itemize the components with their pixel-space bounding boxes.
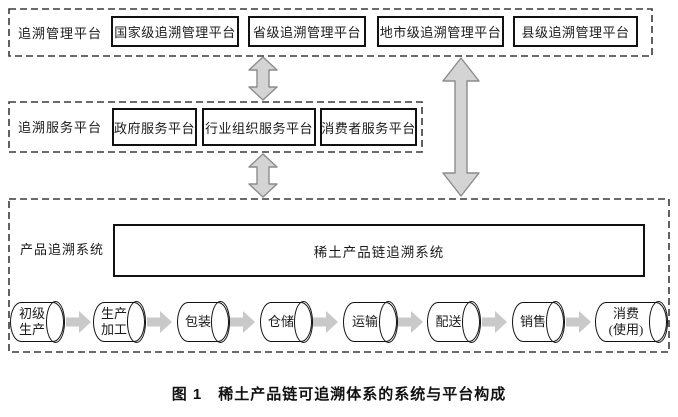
cylinder-processing-label: 生产 [100,306,127,321]
chain-flow-arrow-4-icon [313,311,338,333]
cylinder-cap-icon [378,301,398,343]
bidirectional-arrow-mgmt-service-icon [248,56,278,101]
box-city-management-platform: 地市级追溯管理平台 [377,16,504,47]
chain-flow-arrow-7-icon [566,311,591,333]
cylinder-primary-production-label2: 生产 [18,322,45,337]
chain-flow-arrow-2-icon [147,311,172,333]
box-consumer-service-platform: 消费者服务平台 [320,108,417,146]
box-government-service-platform: 政府服务平台 [112,108,197,146]
cylinder-distribution: 配送 [427,301,481,343]
product-section-frame [8,198,670,353]
cylinder-cap-icon [545,301,565,343]
management-platform-label: 追溯管理平台 [18,25,103,41]
cylinder-consumption: 消费 (使用) [595,301,668,343]
cylinder-sales-label: 销售 [519,314,546,329]
box-county-management-platform: 县级追溯管理平台 [513,16,638,47]
cylinder-transport-label: 运输 [351,314,378,329]
cylinder-primary-production: 初级 生产 [10,301,65,343]
cylinder-cap-icon [45,301,65,343]
chain-flow-arrow-5-icon [398,311,423,333]
bidirectional-arrow-mgmt-product-icon [442,57,480,197]
product-system-label: 产品追溯系统 [20,242,105,257]
cylinder-cap-icon [210,301,230,343]
cylinder-consumption-label2: (使用) [608,322,644,337]
figure-caption: 图 1 稀土产品链可追溯体系的系统与平台构成 [171,386,507,403]
box-rare-earth-chain-system: 稀土产品链追溯系统 [113,224,645,277]
cylinder-processing: 生产 加工 [93,301,146,343]
box-industry-org-service-platform: 行业组织服务平台 [202,108,316,146]
service-platform-label: 追溯服务平台 [18,120,103,135]
cylinder-consumption-label: 消费 [612,306,639,321]
cylinder-packaging: 包装 [177,301,230,343]
cylinder-processing-label2: 加工 [100,322,127,337]
chain-flow-arrow-1-icon [66,311,91,333]
cylinder-transport: 运输 [343,301,398,343]
cylinder-primary-production-label: 初级 [18,306,45,321]
cylinder-cap-icon [293,301,313,343]
box-national-management-platform: 国家级追溯管理平台 [111,16,239,47]
cylinder-sales: 销售 [512,301,565,343]
cylinder-cap-icon [648,301,668,343]
management-section-frame [8,8,653,57]
chain-flow-arrow-3-icon [230,311,255,333]
cylinder-cap-icon [126,301,146,343]
cylinder-warehousing-label: 仓储 [267,314,294,329]
cylinder-distribution-label: 配送 [435,314,462,329]
cylinder-cap-icon [461,301,481,343]
box-provincial-management-platform: 省级追溯管理平台 [248,16,366,47]
cylinder-warehousing: 仓储 [260,301,313,343]
cylinder-packaging-label: 包装 [184,314,211,329]
bidirectional-arrow-service-product-icon [248,153,278,198]
chain-flow-arrow-6-icon [482,311,507,333]
